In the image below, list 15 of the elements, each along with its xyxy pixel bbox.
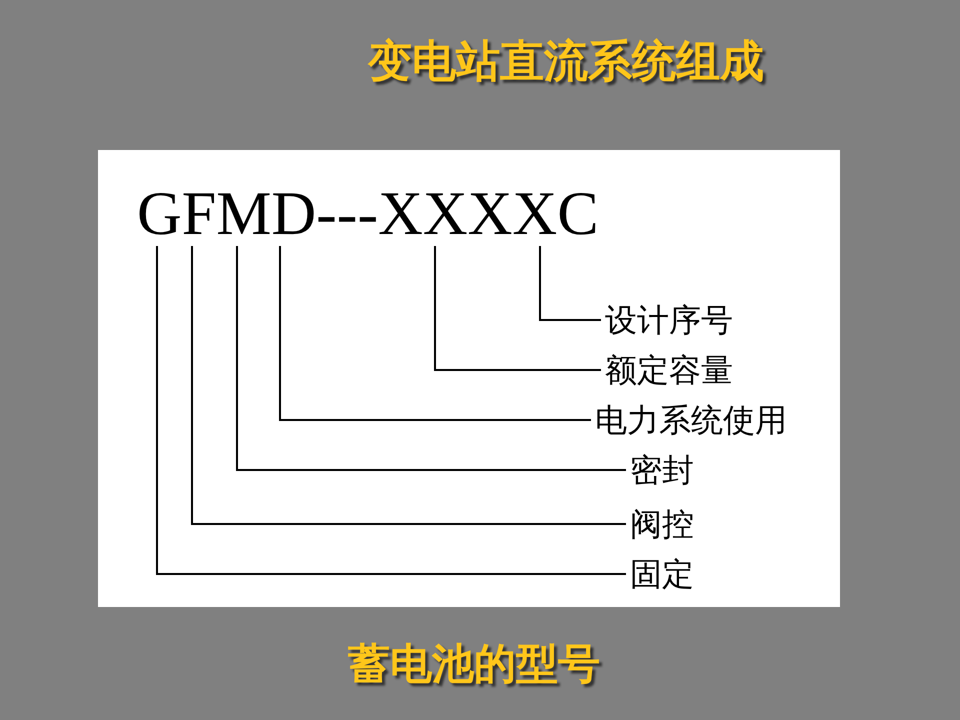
part-label: 额定容量 <box>605 350 733 390</box>
part-label: 电力系统使用 <box>595 400 787 440</box>
leader-line <box>156 246 626 575</box>
title: 变电站直流系统组成 <box>368 36 764 88</box>
leader-line <box>191 246 626 525</box>
model-code: GFMD---XXXXC <box>137 184 599 244</box>
part-label: 固定 <box>630 554 694 594</box>
leader-line <box>236 246 626 471</box>
part-label: 密封 <box>630 450 694 490</box>
leader-line <box>434 246 601 371</box>
leader-line <box>539 246 601 321</box>
part-label: 阀控 <box>630 504 694 544</box>
leader-line <box>279 246 591 421</box>
part-label: 设计序号 <box>605 300 733 340</box>
caption: 蓄电池的型号 <box>348 638 600 690</box>
